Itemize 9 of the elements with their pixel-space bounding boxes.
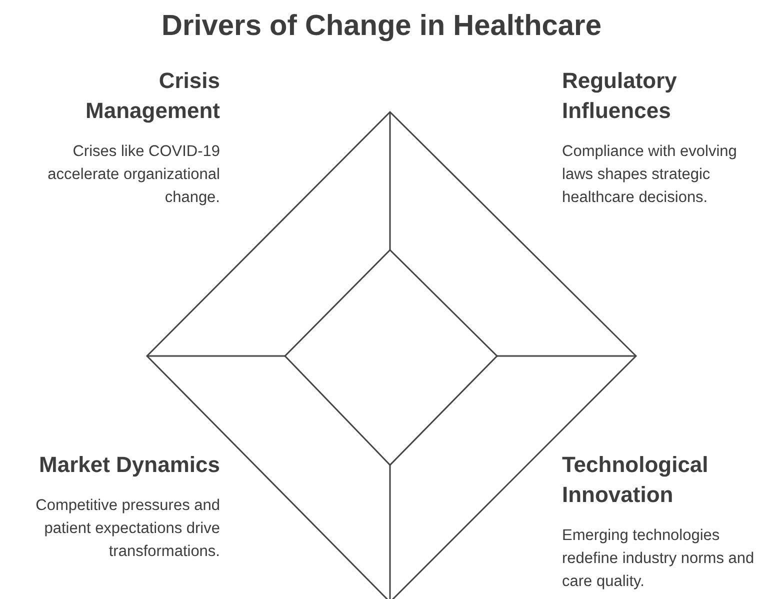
driver-heading: Technological Innovation	[562, 451, 710, 509]
driver-heading: Regulatory Influences	[562, 67, 678, 125]
driver-description: Crises like COVID-19 accelerate organizational change.	[46, 142, 220, 208]
driver-description: Compliance with evolving laws shapes strategic healthcare decisions.	[562, 142, 738, 208]
driver-heading: Crisis Management	[84, 67, 220, 125]
driver-heading: Market Dynamics	[38, 451, 220, 479]
driver-description: Competitive pressures and patient expectations drive transformations.	[34, 496, 220, 562]
title: Drivers of Change in Healthcare	[160, 10, 602, 43]
driver-description: Emerging technologies redefine industry norms and care quality.	[562, 526, 756, 592]
